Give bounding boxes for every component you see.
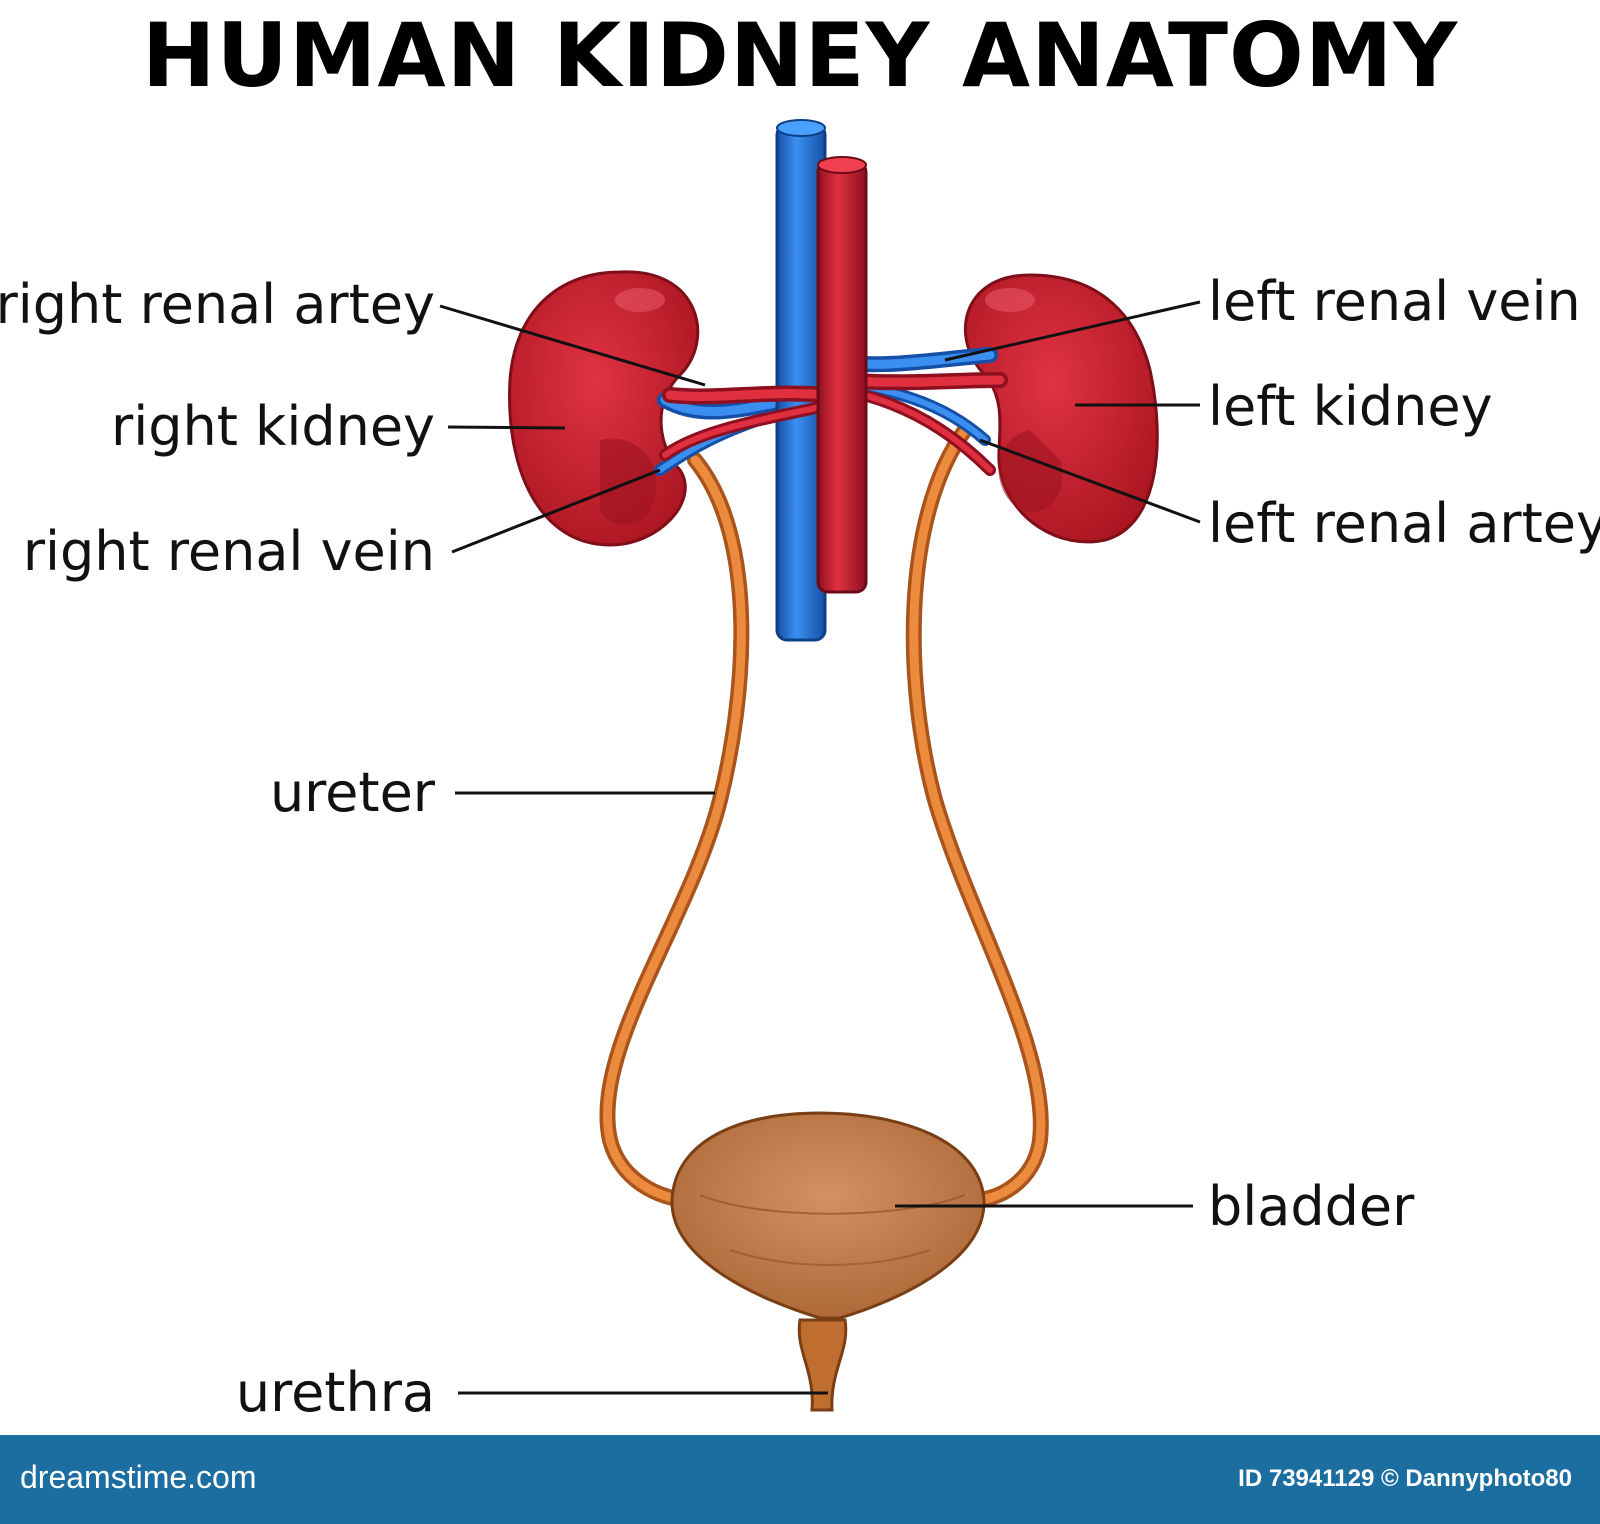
footer-credit: ID 73941129 © Dannyphoto80 (1238, 1465, 1572, 1492)
label-urethra: urethra (235, 1361, 435, 1424)
right-ureter (599, 452, 750, 1208)
kidney-diagram (439, 119, 1201, 1412)
label-right-renal-vein: right renal vein (22, 520, 435, 583)
label-right-renal-artery: right renal artey (0, 273, 435, 336)
page-title: HUMAN KIDNEY ANATOMY (141, 4, 1459, 107)
left-kidney (963, 273, 1159, 544)
left-ureter (905, 422, 1049, 1208)
footer-bar: dreamstime.com ID 73941129 © Dannyphoto8… (0, 1435, 1600, 1524)
bladder (670, 1111, 986, 1412)
label-left-renal-vein: left renal vein (1208, 270, 1581, 333)
label-left-renal-artery: left renal artey (1208, 492, 1600, 555)
label-ureter: ureter (269, 761, 435, 824)
aorta (816, 160, 868, 594)
label-right-kidney: right kidney (111, 395, 435, 458)
footer-brand[interactable]: dreamstime.com (20, 1459, 257, 1495)
label-bladder: bladder (1208, 1175, 1415, 1238)
leader-lines (439, 300, 1201, 1395)
label-left-kidney: left kidney (1208, 375, 1493, 438)
